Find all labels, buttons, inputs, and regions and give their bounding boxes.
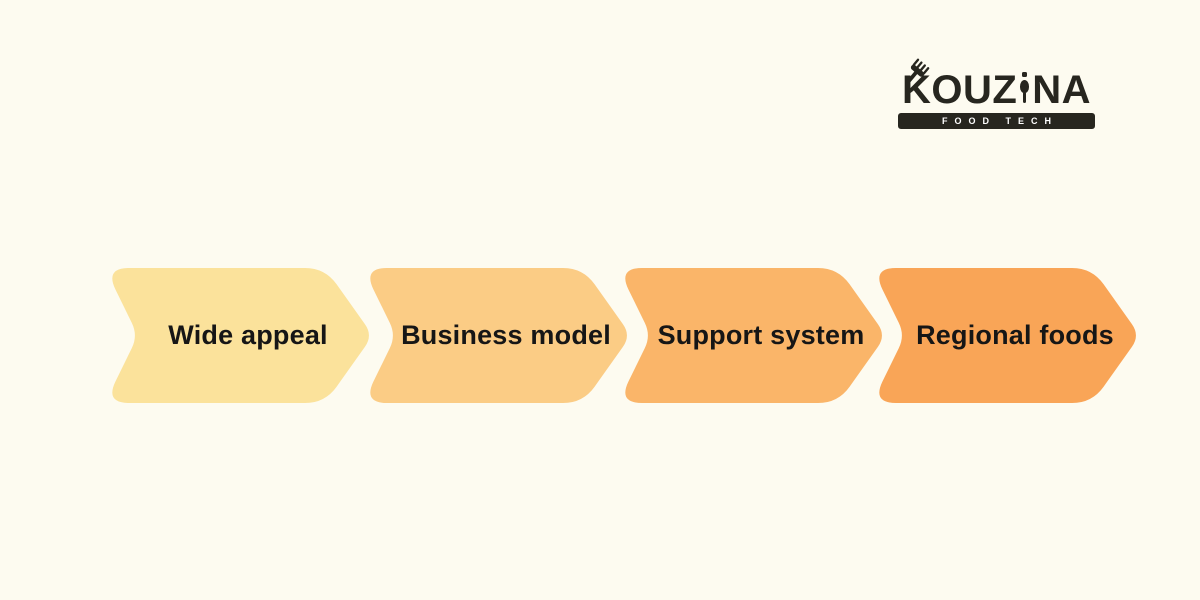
brand-logo: KOUZ NA FOOD TECH (898, 58, 1095, 129)
spoon-icon (1020, 72, 1030, 103)
brand-wordmark: KOUZ NA (898, 58, 1095, 112)
brand-text-right: NA (1032, 68, 1092, 112)
process-step-label: Regional foods (916, 320, 1114, 350)
brand-tagline: FOOD TECH (942, 116, 1058, 126)
chevron-arrow-shape (625, 268, 882, 403)
brand-tagline-badge: FOOD TECH (898, 113, 1095, 129)
chevron-arrow-shape (370, 268, 627, 403)
spoon-dot (1022, 72, 1028, 77)
process-step-label: Business model (401, 320, 611, 350)
spoon-handle (1023, 92, 1027, 103)
process-step-2: Business model (363, 268, 631, 403)
process-step-label: Support system (657, 320, 865, 350)
process-step-3: Support system (618, 268, 886, 403)
process-step-1: Wide appeal (105, 268, 373, 403)
chevron-arrow-shape (879, 268, 1136, 403)
spoon-bowl (1020, 80, 1030, 93)
chevron-arrow-shape (112, 268, 369, 403)
process-step-label: Wide appeal (168, 320, 328, 350)
process-step-4: Regional foods (872, 268, 1140, 403)
fork-icon (907, 58, 930, 83)
